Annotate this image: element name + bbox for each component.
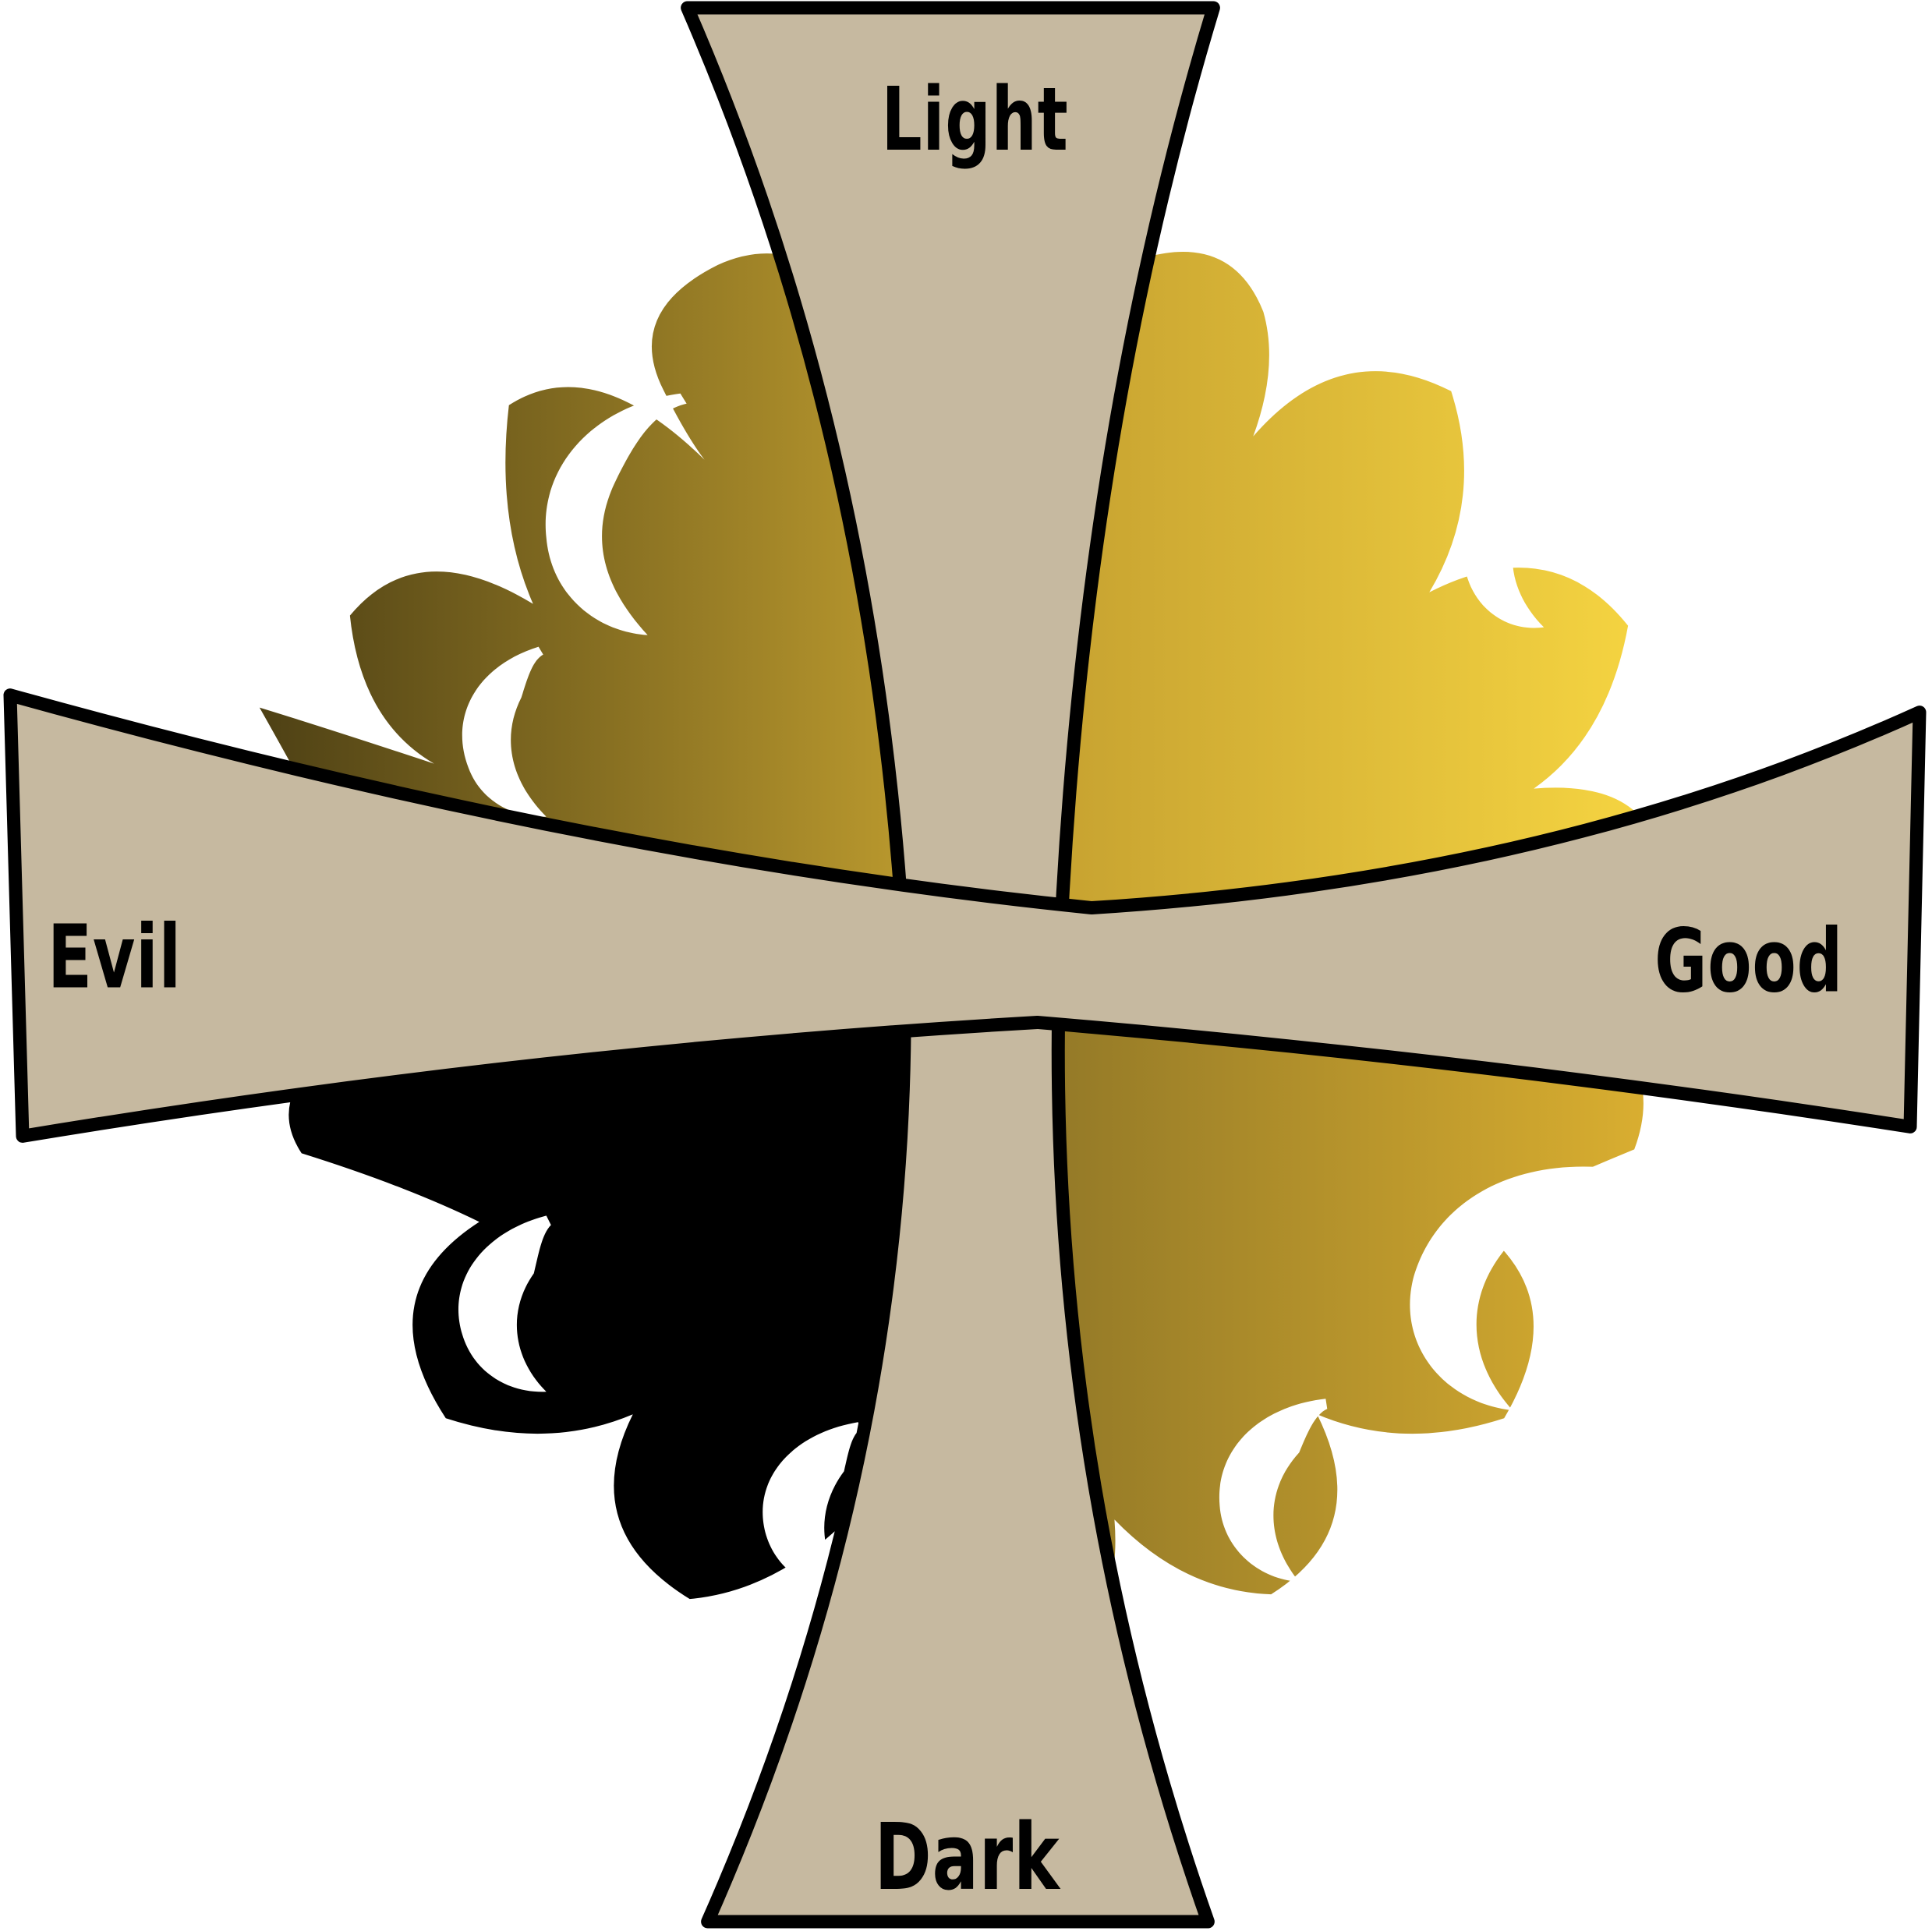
axis-labels: Light Evil Good Dark — [47, 69, 1842, 1911]
swirl-cutout-bottom-right-1 — [1409, 1166, 1641, 1411]
swirl-cutout-top-right-1 — [1462, 459, 1547, 628]
swirl-cutout-bottom-left-2 — [762, 1422, 862, 1592]
flame-top-right — [970, 251, 1654, 963]
flame-ball — [259, 251, 1654, 1643]
flame-bottom-right — [970, 954, 1644, 1642]
label-evil: Evil — [47, 907, 181, 1008]
swirl-cutout-top-left-1 — [545, 393, 687, 635]
cross-horizontal-bar — [2, 688, 1927, 1143]
label-light: Light — [881, 69, 1068, 171]
swirl-cutout-bottom-right-2 — [1219, 1399, 1327, 1583]
swirl-cutout-top-left-2 — [462, 646, 547, 817]
flame-swirl-cutouts — [458, 393, 1641, 1592]
label-good: Good — [1654, 911, 1843, 1012]
swirl-cutout-bottom-left-1 — [458, 1215, 551, 1392]
label-dark: Dark — [874, 1804, 1060, 1911]
